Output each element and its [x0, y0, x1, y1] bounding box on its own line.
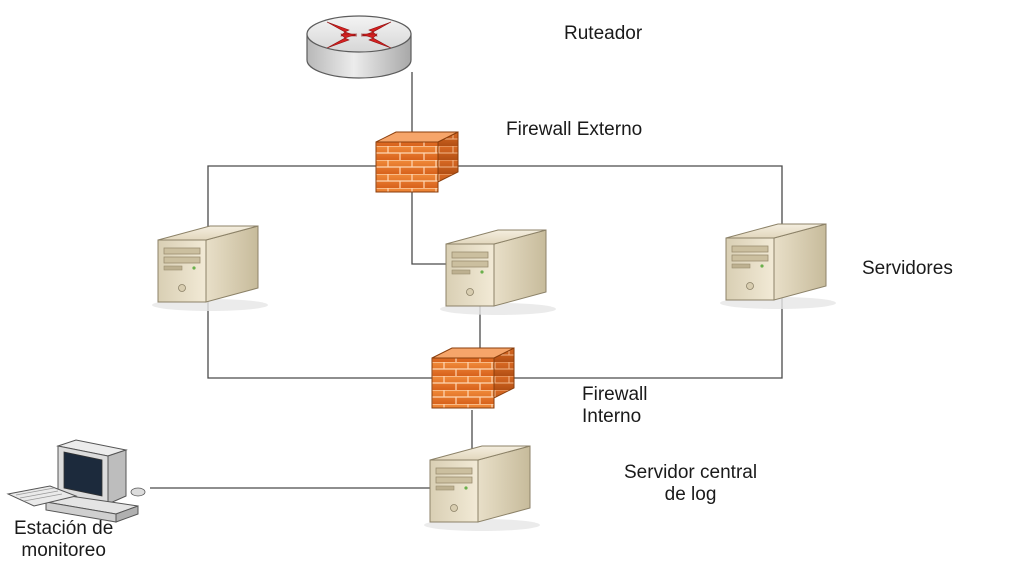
- monitoring-station-label: Estación de monitoreo: [14, 518, 113, 562]
- link-top-bus: [207, 165, 783, 258]
- server-right-icon: [719, 223, 837, 310]
- internal-firewall-icon: [431, 347, 515, 409]
- log-server-label: Servidor central de log: [624, 462, 757, 506]
- router-icon: [306, 15, 412, 79]
- router-label: Ruteador: [564, 23, 642, 45]
- external-firewall-label: Firewall Externo: [506, 119, 642, 141]
- log-server-label-line1: Servidor central: [624, 462, 758, 483]
- internal-firewall-label: Firewall Interno: [582, 384, 647, 428]
- internal-firewall-label-line1: Firewall: [582, 384, 648, 405]
- router-label-text: Ruteador: [564, 23, 643, 44]
- internal-firewall-label-line2: Interno: [582, 406, 642, 427]
- servers-label-text: Servidores: [862, 258, 953, 279]
- monitoring-station-label-line1: Estación de: [14, 518, 114, 539]
- external-firewall-icon: [375, 131, 459, 193]
- monitoring-station-label-line2: monitoreo: [21, 540, 106, 561]
- log-server-label-line2: de log: [664, 484, 717, 505]
- servers-label: Servidores: [862, 258, 953, 280]
- link-firewall-middle-server: [411, 190, 448, 265]
- server-left-icon: [151, 225, 269, 312]
- external-firewall-label-text: Firewall Externo: [506, 119, 643, 140]
- server-middle-icon: [439, 229, 557, 316]
- workstation-icon: [6, 439, 146, 523]
- log-server-icon: [423, 445, 541, 532]
